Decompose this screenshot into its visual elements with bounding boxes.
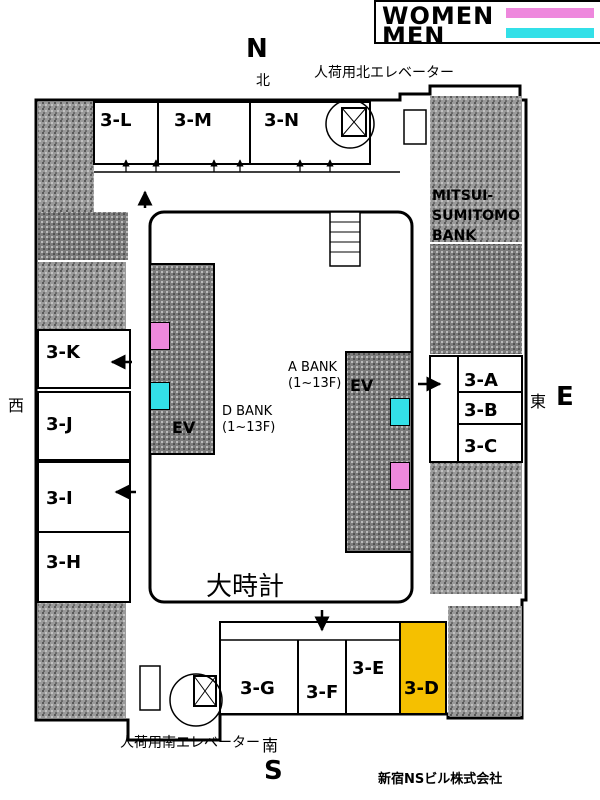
room-3-k: 3-K <box>46 342 80 363</box>
room-3-n: 3-N <box>264 110 300 131</box>
a-bank-label: A BANK (1~13F) <box>288 360 341 392</box>
a-bank-line2: (1~13F) <box>288 376 342 391</box>
room-3-i: 3-I <box>46 488 73 509</box>
a-bank-line1: A BANK <box>288 360 338 375</box>
d-bank-label: D BANK (1~13F) <box>222 404 275 436</box>
legend-men-swatch <box>506 28 594 38</box>
room-3-m: 3-M <box>174 110 212 131</box>
east-kanji: 東 <box>530 392 547 411</box>
men-restroom-d-bank <box>150 382 170 410</box>
bank-line1: MITSUI- <box>432 188 494 204</box>
room-3-b: 3-B <box>464 400 498 421</box>
room-3-l: 3-L <box>100 110 132 131</box>
d-bank-line1: D BANK <box>222 404 273 419</box>
a-bank-ev: EV <box>350 376 374 395</box>
room-3-g: 3-G <box>240 678 275 699</box>
south-freight-elevator-label: 人荷用南エレベーター <box>120 735 260 751</box>
men-restroom-a-bank <box>390 398 410 426</box>
west-kanji: 西 <box>8 396 25 415</box>
room-3-f: 3-F <box>306 682 339 703</box>
room-3-d: 3-D <box>404 678 439 699</box>
big-clock-label: 大時計 <box>206 572 285 602</box>
d-bank-ev: EV <box>172 418 196 437</box>
south-kanji: 南 <box>262 736 279 755</box>
north-label: N <box>246 34 268 64</box>
women-restroom-a-bank <box>390 462 410 490</box>
d-bank-line2: (1~13F) <box>222 420 276 435</box>
room-3-j: 3-J <box>46 414 73 435</box>
north-freight-elevator-label: 人荷用北エレベーター <box>314 65 454 81</box>
legend-women-swatch <box>506 8 594 18</box>
north-kanji: 北 <box>256 73 270 89</box>
east-label: E <box>556 382 574 412</box>
company-name: 新宿NSビル株式会社 <box>378 772 503 787</box>
south-label: S <box>264 756 283 786</box>
room-3-c: 3-C <box>464 436 498 457</box>
room-3-h: 3-H <box>46 552 82 573</box>
bank-line2: SUMITOMO <box>432 208 520 224</box>
room-3-e: 3-E <box>352 658 385 679</box>
women-restroom-d-bank <box>150 322 170 350</box>
bank-label: MITSUI- SUMITOMO BANK <box>432 186 520 246</box>
room-3-a: 3-A <box>464 370 498 391</box>
bank-line3: BANK <box>432 228 477 244</box>
